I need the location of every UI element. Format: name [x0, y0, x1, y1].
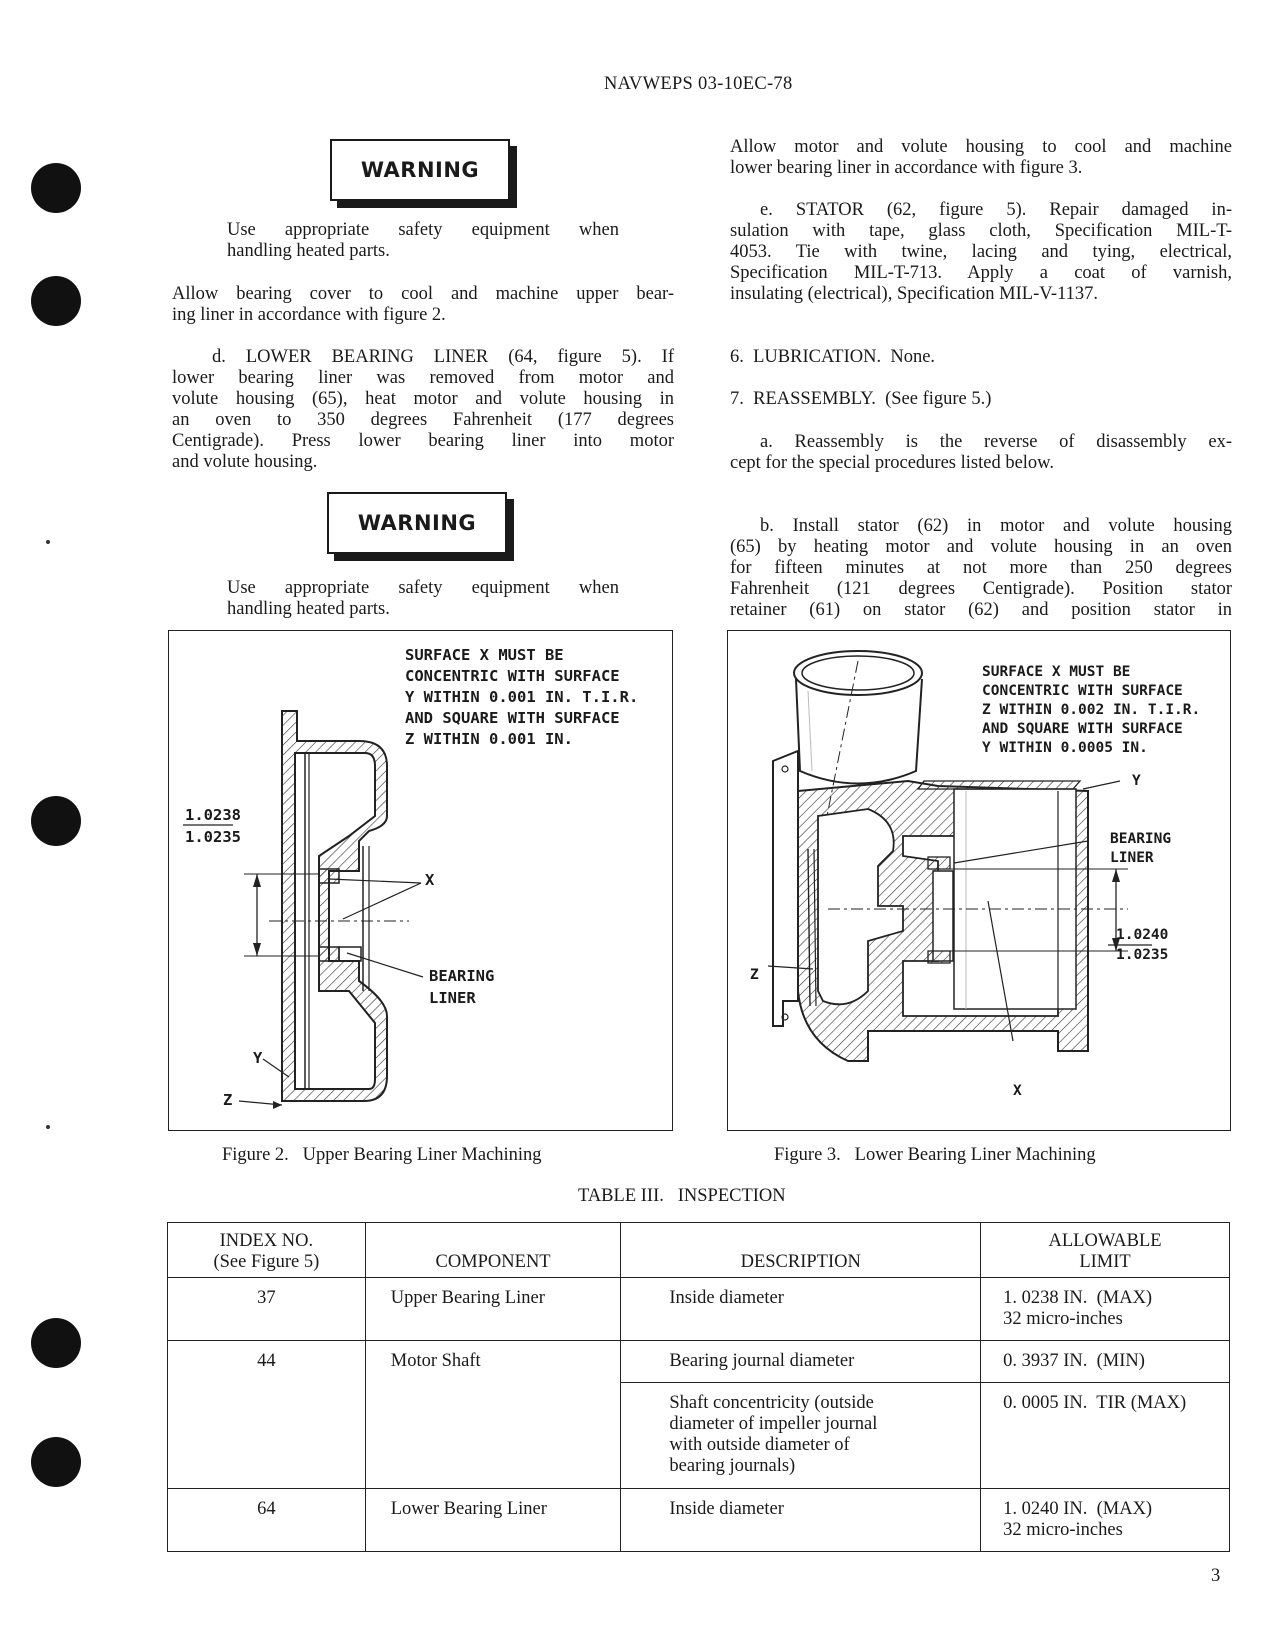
- paragraph-7-reassembly: 7. REASSEMBLY. (See figure 5.): [730, 389, 992, 409]
- cell-limit: 0. 3937 IN. (MIN): [980, 1340, 1230, 1383]
- header-description: DESCRIPTION: [620, 1222, 982, 1278]
- page-number: 3: [1211, 1566, 1221, 1586]
- figure-2-label-bearing: BEARING: [429, 967, 495, 985]
- binder-hole: [31, 163, 81, 213]
- table-header-row: INDEX NO. (See Figure 5) COMPONENT DESCR…: [167, 1222, 1230, 1278]
- figure-3-caption: Figure 3. Lower Bearing Liner Machining: [774, 1145, 1096, 1165]
- figure-2-label-x: X: [425, 871, 435, 889]
- header-index: INDEX NO. (See Figure 5): [167, 1222, 366, 1278]
- document-number: NAVWEPS 03-10EC-78: [604, 74, 793, 94]
- paragraph-a: a. Reassembly is the reverse of disassem…: [730, 432, 1232, 473]
- table-row: 44 Motor Shaft Bearing journal diameter …: [167, 1340, 1230, 1489]
- paragraph-e-stator: e. STATOR (62, figure 5). Repair damaged…: [730, 200, 1232, 304]
- warning-box-2: WARNING: [327, 492, 507, 554]
- table-row: 64 Lower Bearing Liner Inside diameter 1…: [167, 1488, 1230, 1552]
- speck: [46, 540, 50, 544]
- table-row: Shaft concentricity (outside diameter of…: [168, 1382, 1230, 1489]
- paragraph-b: b. Install stator (62) in motor and volu…: [730, 516, 1232, 620]
- figure-2-note: SURFACE X MUST BE CONCENTRIC WITH SURFAC…: [405, 646, 639, 748]
- cell-component: Motor Shaft: [364, 1340, 622, 1489]
- cell-limit: 1. 0240 IN. (MAX) 32 micro-inches: [980, 1488, 1230, 1552]
- cell-limit: 0. 0005 IN. TIR (MAX): [980, 1382, 1230, 1489]
- header-limit: ALLOWABLE LIMIT: [980, 1222, 1230, 1278]
- cell-description: Inside diameter: [620, 1488, 982, 1552]
- figure-3-label-y: Y: [1132, 773, 1141, 789]
- figure-2-dim-top: 1.0238: [185, 806, 241, 824]
- figure-3-label-liner: LINER: [1110, 850, 1154, 866]
- figure-3-drawing: [767, 650, 1152, 1062]
- figure-3-label-x: X: [1013, 1083, 1022, 1099]
- binder-hole: [31, 276, 81, 326]
- cell-limit: 1. 0238 IN. (MAX) 32 micro-inches: [980, 1277, 1230, 1341]
- figure-3-label-bearing: BEARING: [1110, 831, 1172, 847]
- cell-component: Upper Bearing Liner: [364, 1277, 622, 1341]
- figure-2-label-z: Z: [223, 1091, 233, 1109]
- cell-description: Shaft concentricity (outside diameter of…: [620, 1382, 982, 1489]
- warning-1-text: Use appropriate safety equipment when ha…: [227, 220, 619, 261]
- cell-index: 44: [167, 1340, 366, 1489]
- binder-hole: [31, 796, 81, 846]
- figure-2-drawing: [183, 710, 424, 1109]
- figure-3-dim-bottom: 1.0235: [1116, 947, 1169, 963]
- binder-hole: [31, 1318, 81, 1368]
- figure-2-dim-bottom: 1.0235: [185, 828, 241, 846]
- figure-3-dim-top: 1.0240: [1116, 927, 1169, 943]
- paragraph-6-lubrication: 6. LUBRICATION. None.: [730, 347, 936, 367]
- figure-2-frame: SURFACE X MUST BE CONCENTRIC WITH SURFAC…: [168, 630, 673, 1131]
- figure-2-label-liner: LINER: [429, 989, 476, 1007]
- warning-box-1: WARNING: [330, 139, 510, 201]
- figure-3-note: SURFACE X MUST BE CONCENTRIC WITH SURFAC…: [982, 664, 1201, 756]
- warning-2-text: Use appropriate safety equipment when ha…: [227, 578, 619, 619]
- speck: [46, 1125, 50, 1129]
- binder-hole: [31, 1437, 81, 1487]
- cell-index: 37: [167, 1277, 366, 1341]
- table-title: TABLE III. INSPECTION: [578, 1186, 786, 1206]
- header-component: COMPONENT: [364, 1222, 622, 1278]
- paragraph-allow-lower: Allow motor and volute housing to cool a…: [730, 137, 1232, 178]
- cell-component: Lower Bearing Liner: [364, 1488, 622, 1552]
- inspection-table: INDEX NO. (See Figure 5) COMPONENT DESCR…: [167, 1222, 1230, 1552]
- cell-index: 64: [167, 1488, 366, 1552]
- table-row: 37 Upper Bearing Liner Inside diameter 1…: [167, 1277, 1230, 1341]
- cell-description: Inside diameter: [620, 1277, 982, 1341]
- figure-3-frame: SURFACE X MUST BE CONCENTRIC WITH SURFAC…: [727, 630, 1231, 1131]
- paragraph-allow-upper: Allow bearing cover to cool and machine …: [172, 284, 674, 325]
- figure-3-label-z: Z: [750, 967, 759, 983]
- figure-2-label-y: Y: [253, 1049, 263, 1067]
- paragraph-d-lower-bearing-liner: d. LOWER BEARING LINER (64, figure 5). I…: [172, 347, 674, 472]
- cell-description: Bearing journal diameter: [620, 1340, 982, 1383]
- figure-2-caption: Figure 2. Upper Bearing Liner Machining: [222, 1145, 542, 1165]
